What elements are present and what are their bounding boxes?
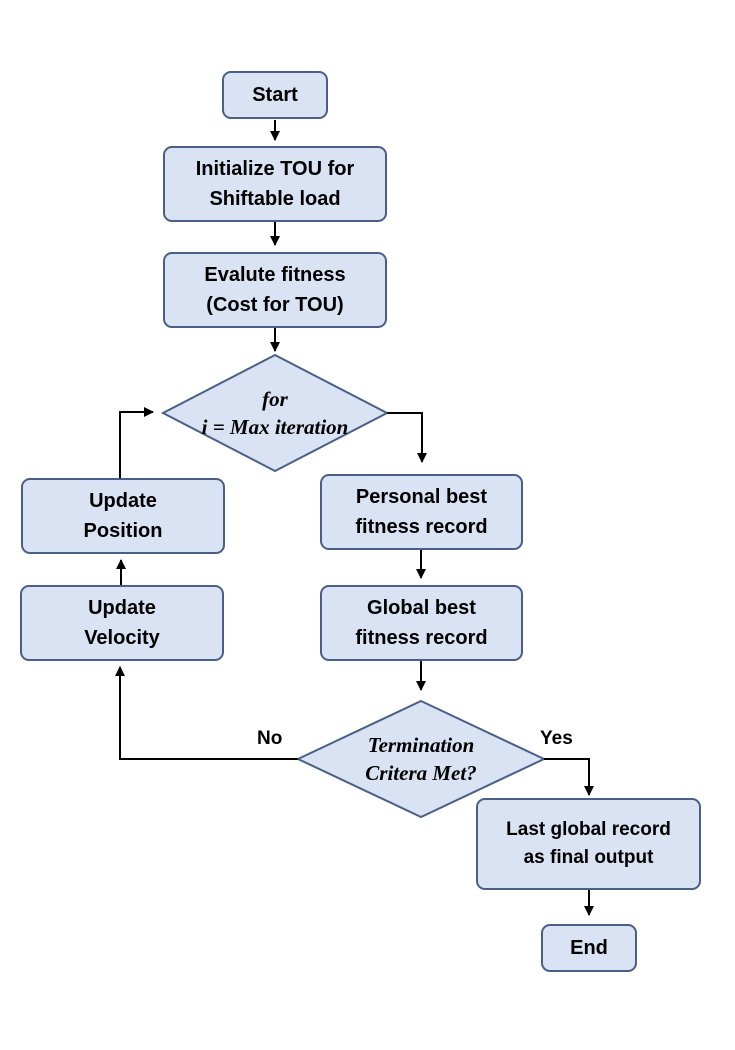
update-position-node: Update Position [21, 478, 225, 554]
loop-label-line-2: i = Max iteration [201, 415, 349, 439]
update-velocity-node: Update Velocity [20, 585, 224, 661]
init-label-line-1: Initialize TOU for [195, 158, 355, 180]
eval-node: Evalute fitness (Cost for TOU) [163, 252, 387, 328]
eval-label-line-1: Evalute fitness [204, 264, 346, 286]
edge-label-yes: Yes [540, 728, 573, 749]
global-best-line-1: Global best [367, 597, 476, 619]
termination-diamond [295, 699, 547, 819]
personal-best-node: Personal best fitness record [320, 474, 523, 550]
termination-label: Termination Critera Met? [318, 729, 524, 789]
global-best-line-2: fitness record [355, 627, 488, 649]
loop-label-line-1: for [262, 387, 288, 411]
arrow-no-to-velocity [115, 666, 298, 760]
arrow-position-to-loop [119, 407, 154, 478]
arrow-loop-to-personal [387, 412, 427, 463]
update-position-line-2: Position [83, 520, 163, 542]
init-label-line-2: Shiftable load [209, 188, 341, 210]
eval-label-line-2: (Cost for TOU) [206, 294, 344, 316]
arrow-yes-to-last-record [544, 758, 594, 796]
loop-diamond [160, 353, 390, 473]
loop-label: for i = Max iteration [163, 371, 387, 455]
end-node: End [541, 924, 637, 972]
last-record-line-2: as final output [523, 847, 654, 868]
start-node: Start [222, 71, 328, 119]
termination-line-2: Critera Met? [365, 761, 477, 785]
last-record-node: Last global record as final output [476, 798, 701, 890]
update-velocity-line-2: Velocity [84, 627, 160, 649]
update-velocity-line-1: Update [88, 597, 156, 619]
last-record-line-1: Last global record [506, 819, 671, 840]
update-position-line-1: Update [89, 490, 157, 512]
start-label: Start [252, 84, 298, 106]
edge-label-no: No [257, 728, 283, 749]
end-label: End [570, 937, 608, 959]
global-best-node: Global best fitness record [320, 585, 523, 661]
personal-best-line-2: fitness record [355, 516, 488, 538]
personal-best-line-1: Personal best [355, 486, 488, 508]
init-node: Initialize TOU for Shiftable load [163, 146, 387, 222]
termination-line-1: Termination [367, 733, 475, 757]
